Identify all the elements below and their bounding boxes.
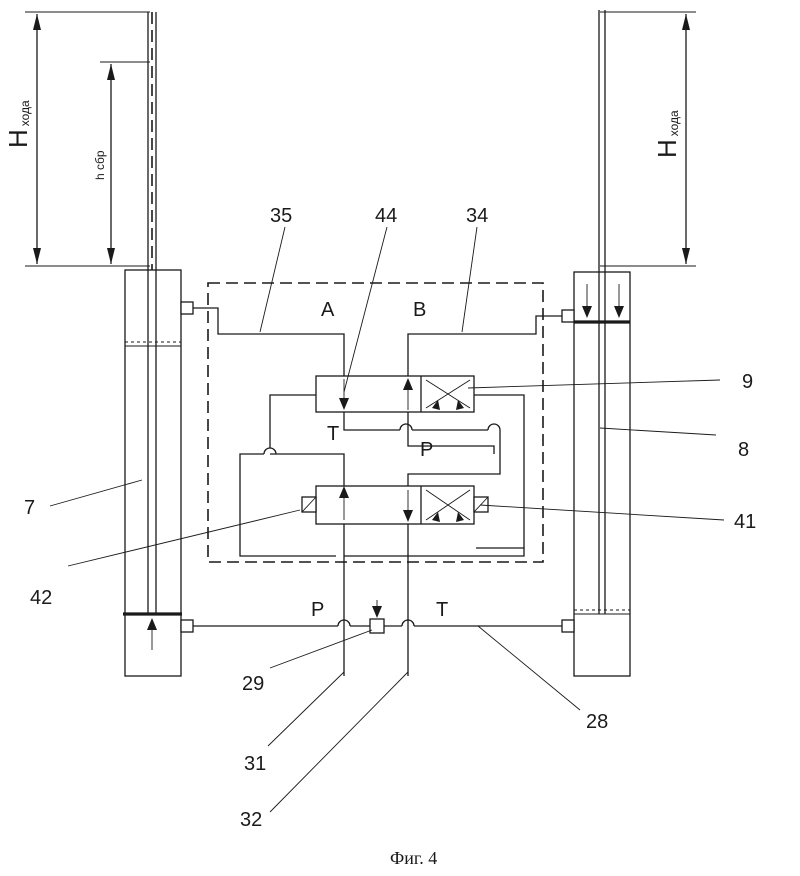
port-label-p-lower: P — [311, 599, 324, 621]
callout-7: 7 — [24, 497, 35, 519]
right-stroke-label: Hхода — [652, 110, 682, 158]
lower-valve-41 — [301, 485, 489, 525]
callout-32: 32 — [240, 809, 262, 831]
callout-29: 29 — [242, 673, 264, 695]
right-cylinder — [561, 10, 631, 677]
check-valve-29 — [369, 618, 385, 634]
figure-caption: Фиг. 4 — [390, 848, 437, 868]
left-stroke-label: Hхода — [3, 100, 33, 148]
callout-9: 9 — [742, 371, 753, 393]
port-label-t-upper: T — [327, 423, 339, 445]
upper-valve-9 — [315, 375, 475, 413]
callout-35: 35 — [270, 205, 292, 227]
callout-41: 41 — [734, 511, 756, 533]
leader-lines — [49, 226, 725, 813]
port-label-b: B — [413, 299, 426, 321]
port-label-t-lower: T — [436, 599, 448, 621]
left-stroke-dimension: Hхода h сбр — [3, 11, 150, 267]
callout-44: 44 — [375, 205, 397, 227]
callout-28: 28 — [586, 711, 608, 733]
left-cylinder — [123, 12, 194, 677]
control-block-boundary — [207, 282, 544, 563]
callout-8: 8 — [738, 439, 749, 461]
right-stroke-dimension: Hхода — [600, 11, 696, 267]
port-label-a: A — [321, 299, 335, 321]
port-label-p-upper: P — [420, 439, 433, 461]
hydraulic-lines — [193, 307, 562, 676]
callout-34: 34 — [466, 205, 488, 227]
callout-42: 42 — [30, 587, 52, 609]
reset-height-label: h сбр — [93, 150, 107, 180]
callout-31: 31 — [244, 753, 266, 775]
